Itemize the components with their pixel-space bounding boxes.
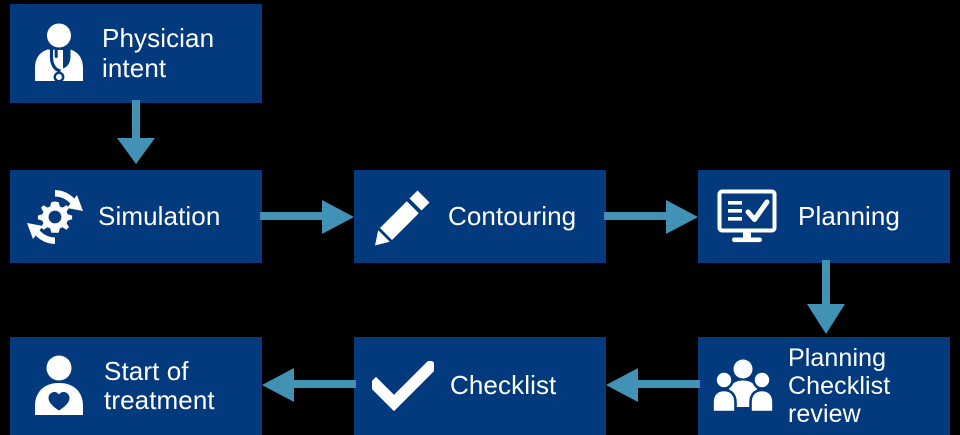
arrow-contouring-to-planning — [604, 198, 700, 238]
node-planning[interactable]: Planning — [698, 170, 950, 263]
node-simulation[interactable]: Simulation — [10, 170, 262, 263]
node-physician-intent[interactable]: Physician intent — [10, 4, 262, 103]
arrow-intent-to-simulation — [110, 100, 162, 166]
node-label-simulation: Simulation — [98, 200, 221, 231]
monitor-checklist-icon — [716, 188, 778, 246]
node-label-contouring: Contouring — [448, 200, 577, 231]
node-contouring[interactable]: Contouring — [354, 170, 606, 263]
node-label-planning-checklist-review: Planning Checklist review — [788, 344, 891, 428]
pencil-icon — [372, 187, 434, 247]
checkmark-icon — [372, 361, 434, 411]
arrow-simulation-to-contouring — [260, 198, 356, 238]
node-label-checklist: Checklist — [450, 370, 557, 401]
physician-stethoscope-icon — [28, 23, 90, 85]
node-checklist[interactable]: Checklist — [354, 337, 606, 435]
node-planning-checklist-review[interactable]: Planning Checklist review — [698, 337, 950, 435]
arrow-checklist-to-start — [260, 366, 356, 406]
arrow-planning-to-review — [800, 260, 852, 338]
node-start-of-treatment[interactable]: Start of treatment — [10, 337, 262, 435]
patient-heart-icon — [28, 355, 90, 417]
node-label-start-of-treatment: Start of treatment — [104, 355, 215, 415]
node-label-planning: Planning — [798, 200, 900, 231]
node-label-physician-intent: Physician intent — [102, 23, 215, 83]
gear-refresh-icon — [24, 186, 86, 248]
people-group-icon — [712, 357, 774, 415]
arrow-review-to-checklist — [604, 366, 700, 406]
